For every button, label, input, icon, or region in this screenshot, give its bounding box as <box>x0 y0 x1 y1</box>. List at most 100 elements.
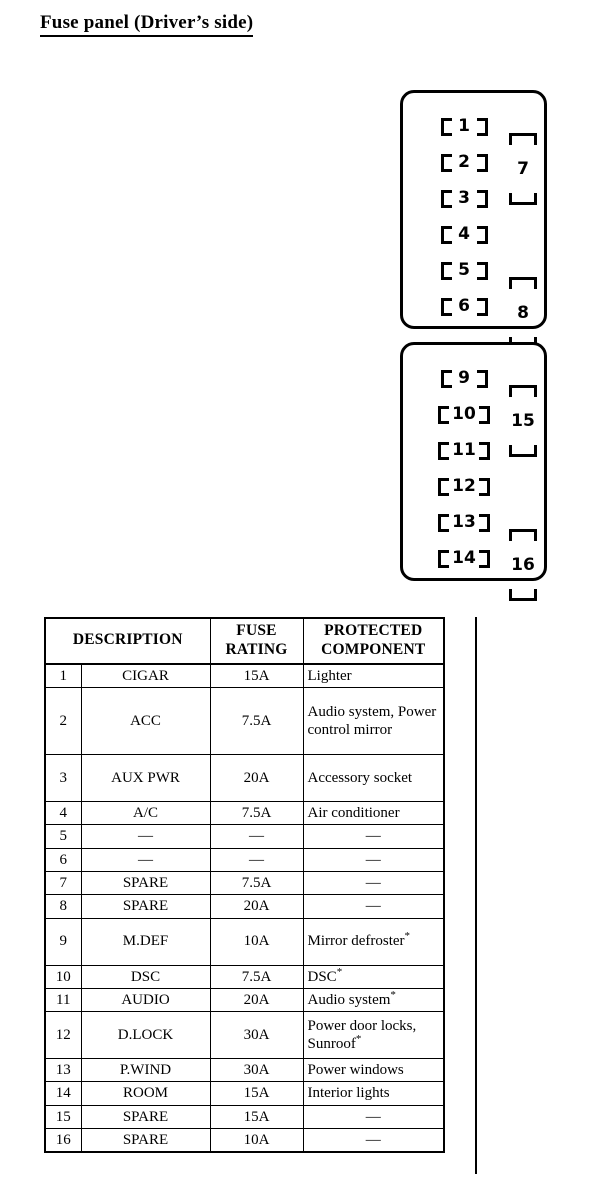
cell-description: SPARE <box>80 894 211 919</box>
right-vertical-rule <box>475 617 477 1174</box>
cell-description: ACC <box>80 687 211 756</box>
fuse-slot-column-left-upper: 1 2 3 4 5 6 <box>431 113 497 329</box>
fuse-bracket-left-icon <box>440 225 452 244</box>
footnote-asterisk: * <box>336 965 343 978</box>
cell-fuse-rating: 7.5A <box>209 801 304 826</box>
fuse-slot-number: 10 <box>452 404 476 424</box>
header-protected-component-line1: PROTECTED <box>324 622 423 639</box>
fuse-bracket-top-icon <box>509 385 537 397</box>
cell-description: — <box>80 847 211 873</box>
cell-description: P.WIND <box>80 1058 211 1083</box>
fuse-slot-4: 4 <box>431 221 497 248</box>
fuse-bracket-top-icon <box>509 529 537 541</box>
cell-fuse-number: 14 <box>44 1081 82 1106</box>
cell-protected-component: — <box>302 1104 445 1130</box>
fuse-slot-number: 15 <box>511 410 535 431</box>
cell-protected-component: Interior lights <box>302 1081 445 1106</box>
cell-fuse-rating: 7.5A <box>209 870 304 896</box>
fuse-slot-14: 14 <box>431 545 497 572</box>
cell-fuse-number: 8 <box>44 894 82 919</box>
cell-description: AUDIO <box>80 987 211 1013</box>
cell-fuse-rating: — <box>209 824 304 849</box>
cell-fuse-number: 9 <box>44 917 82 966</box>
fuse-bracket-right-icon <box>478 405 490 424</box>
cell-fuse-number: 3 <box>44 754 82 803</box>
fuse-slot-7: 7 <box>503 133 543 205</box>
fuse-slot-3: 3 <box>431 185 497 212</box>
cell-description: DSC <box>80 964 211 989</box>
cell-protected-component: — <box>302 894 445 919</box>
fuse-slot-2: 2 <box>431 149 497 176</box>
cell-fuse-number: 6 <box>44 847 82 873</box>
fuse-bracket-bottom-icon <box>509 445 537 457</box>
fuse-bracket-right-icon <box>476 153 488 172</box>
fuse-slot-number: 6 <box>458 296 470 316</box>
fuse-bracket-right-icon <box>476 225 488 244</box>
fuse-slot-number: 13 <box>452 512 476 532</box>
fuse-slot-number: 16 <box>511 554 535 575</box>
fuse-slot-number: 7 <box>517 158 529 179</box>
table-row: 6——— <box>44 847 445 873</box>
cell-protected-component: Power door locks, Sunroof* <box>302 1011 445 1060</box>
cell-fuse-rating: — <box>209 847 304 873</box>
cell-protected-component: Audio system, Power control mirror <box>302 687 445 756</box>
table-row: 5——— <box>44 824 445 849</box>
cell-fuse-rating: 30A <box>209 1058 304 1083</box>
fuse-bracket-left-icon <box>438 441 450 460</box>
cell-description: M.DEF <box>80 917 211 966</box>
fuse-bracket-right-icon <box>478 513 490 532</box>
fuse-bracket-right-icon <box>478 549 490 568</box>
header-description: DESCRIPTION <box>44 617 211 665</box>
cell-protected-component: — <box>302 1128 445 1153</box>
cell-fuse-number: 7 <box>44 870 82 896</box>
fuse-slot-number: 2 <box>458 152 470 172</box>
table-header-row: DESCRIPTION FUSE RATING PROTECTED COMPON… <box>44 617 445 665</box>
cell-fuse-number: 11 <box>44 987 82 1013</box>
page-title: Fuse panel (Driver’s side) <box>40 12 254 37</box>
cell-fuse-rating: 10A <box>209 917 304 966</box>
cell-description: ROOM <box>80 1081 211 1106</box>
fuse-bracket-left-icon <box>438 477 450 496</box>
fuse-slot-number: 5 <box>458 260 470 280</box>
cell-protected-component: Lighter <box>302 663 445 689</box>
fuse-slot-column-left-lower: 9 10 11 12 13 14 <box>431 365 497 581</box>
cell-fuse-rating: 15A <box>209 663 304 689</box>
fuse-bracket-right-icon <box>476 261 488 280</box>
fuse-bracket-left-icon <box>438 405 450 424</box>
cell-protected-component: Accessory socket <box>302 754 445 803</box>
fuse-slot-15: 15 <box>503 385 543 457</box>
cell-protected-component: Audio system* <box>302 987 445 1013</box>
fuse-table-container: DESCRIPTION FUSE RATING PROTECTED COMPON… <box>44 617 445 1154</box>
header-fuse-rating-line1: FUSE <box>236 622 277 639</box>
header-fuse-rating: FUSE RATING <box>209 617 304 665</box>
cell-fuse-rating: 15A <box>209 1081 304 1106</box>
fuse-slot-number: 3 <box>458 188 470 208</box>
cell-fuse-number: 10 <box>44 964 82 989</box>
cell-description: D.LOCK <box>80 1011 211 1060</box>
fuse-slot-1: 1 <box>431 113 497 140</box>
cell-protected-component: — <box>302 847 445 873</box>
fuse-slot-12: 12 <box>431 473 497 500</box>
cell-description: A/C <box>80 801 211 826</box>
cell-fuse-rating: 7.5A <box>209 964 304 989</box>
fuse-slot-8: 8 <box>503 277 543 349</box>
fuse-slot-number: 11 <box>452 440 476 460</box>
fuse-bracket-bottom-icon <box>509 193 537 205</box>
fuse-box-upper-diagram: 1 2 3 4 5 6 <box>400 90 547 349</box>
cell-protected-component: Power windows <box>302 1058 445 1083</box>
fuse-bracket-right-icon <box>476 189 488 208</box>
cell-fuse-number: 1 <box>44 663 82 689</box>
cell-fuse-number: 13 <box>44 1058 82 1083</box>
fuse-bracket-right-icon <box>476 297 488 316</box>
